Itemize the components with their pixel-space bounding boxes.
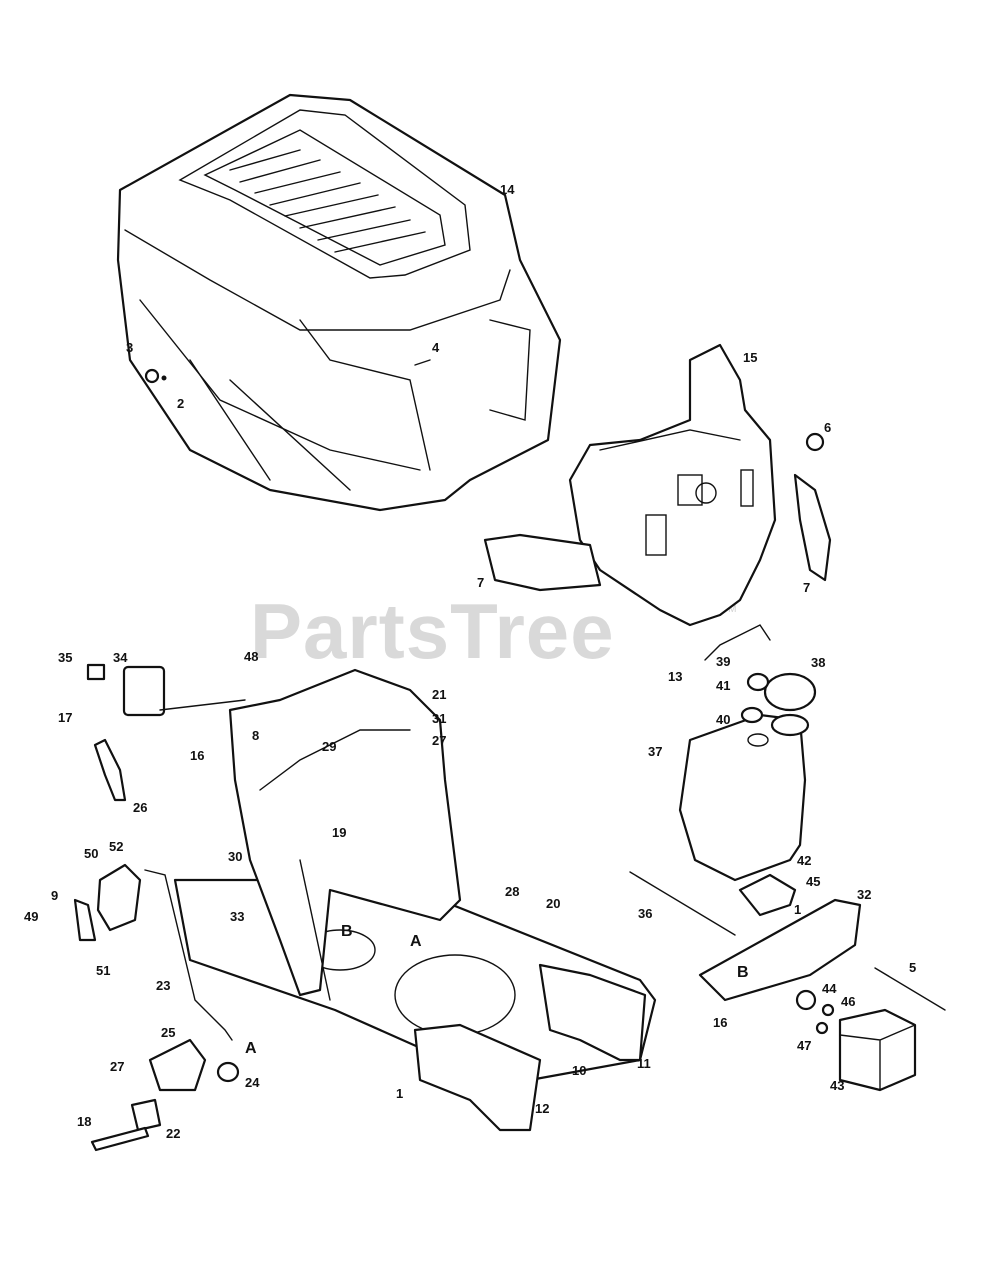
spacer-24-part [216,1061,240,1083]
callout: 45 [806,874,820,889]
washer-40-part [740,706,764,724]
callout: 9 [51,888,58,903]
callout: 48 [244,649,258,664]
callout: 18 [77,1114,91,1129]
fuel-tank-part [678,713,810,882]
rod-23-part [144,869,233,1041]
callout: 27 [110,1059,124,1074]
callout: 8 [252,728,259,743]
ref-letter: B [341,923,353,940]
callout: 16 [190,748,204,763]
knob-6-part [805,432,825,452]
cap-44-part [795,989,817,1011]
side-trim-left-part [483,533,602,592]
callout: 20 [546,896,560,911]
spacer-47-part [815,1021,829,1035]
callout: 2 [177,396,184,411]
callout: 33 [230,909,244,924]
callout: 35 [58,650,72,665]
ref-letter: B [737,964,749,981]
callout: 5 [909,960,916,975]
dash-panel-part [568,343,777,627]
callout: 40 [716,712,730,727]
callout: 50 [84,846,98,861]
battery-43-part [838,1008,917,1092]
callout-labels: 14 15 6 7 7 3 2 4 35 34 48 21 31 27 29 8… [24,182,916,1141]
bracket-25-part [148,1038,207,1092]
callout: 24 [245,1075,260,1090]
callout: 34 [113,650,128,665]
callout: 47 [797,1038,811,1053]
callout: 12 [535,1101,549,1116]
bolt-18-part [90,1126,150,1152]
callout: 38 [811,655,825,670]
pulley-50-part [96,863,142,932]
frame-part [173,668,657,1132]
callout: 17 [58,710,72,725]
callout: 42 [797,853,811,868]
callout: 27 [432,733,446,748]
callout: 1 [794,902,801,917]
callout: 46 [841,994,855,1009]
screw-2-part [161,375,167,381]
tray-32-part [698,898,862,1002]
reference-letters: A B A B [245,923,749,1057]
callout: 15 [743,350,757,365]
callout: 39 [716,654,730,669]
ref-letter: A [245,1040,257,1057]
spacer-46-part [821,1003,835,1017]
watermark-tm: TM [722,604,736,615]
switch-34-part [122,665,166,717]
callout: 7 [477,575,484,590]
strap-36-part [629,871,736,936]
ref-letter: A [410,933,422,950]
callout: 23 [156,978,170,993]
callout: 29 [322,739,336,754]
callout: 16 [713,1015,727,1030]
side-trim-right-part [793,473,832,582]
callout: 31 [432,711,446,726]
callout: 13 [668,669,682,684]
callout: 49 [24,909,38,924]
vent-13-part [704,624,771,661]
callout: 44 [822,981,837,996]
strap-5-part [874,967,946,1011]
callout: 22 [166,1126,180,1141]
callout: 52 [109,839,123,854]
lever-26-part [93,738,127,802]
callout: 43 [830,1078,844,1093]
callout: 36 [638,906,652,921]
callout: 26 [133,800,147,815]
callout: 41 [716,678,730,693]
callout: 51 [96,963,110,978]
callout: 28 [505,884,519,899]
bracket-45-part [738,873,797,917]
callout: 1 [396,1086,403,1101]
hood-part [116,93,562,512]
plate-22-part [130,1098,162,1132]
callout: 25 [161,1025,175,1040]
callout: 11 [637,1056,651,1071]
callout: 32 [857,887,871,902]
nut-3-part [144,368,160,384]
callout: 7 [803,580,810,595]
callout: 30 [228,849,242,864]
callout: 37 [648,744,662,759]
cap-38-part [763,672,817,712]
callout: 10 [572,1063,586,1078]
key-35-part [86,663,106,681]
callout: 3 [126,340,133,355]
grommet-41-part [746,672,770,692]
bracket-51-part [73,898,97,942]
callout: 19 [332,825,346,840]
callout: 6 [824,420,831,435]
callout: 4 [432,340,440,355]
callout: 14 [500,182,515,197]
callout: 21 [432,687,446,702]
watermark-text: PartsTree [250,587,615,675]
